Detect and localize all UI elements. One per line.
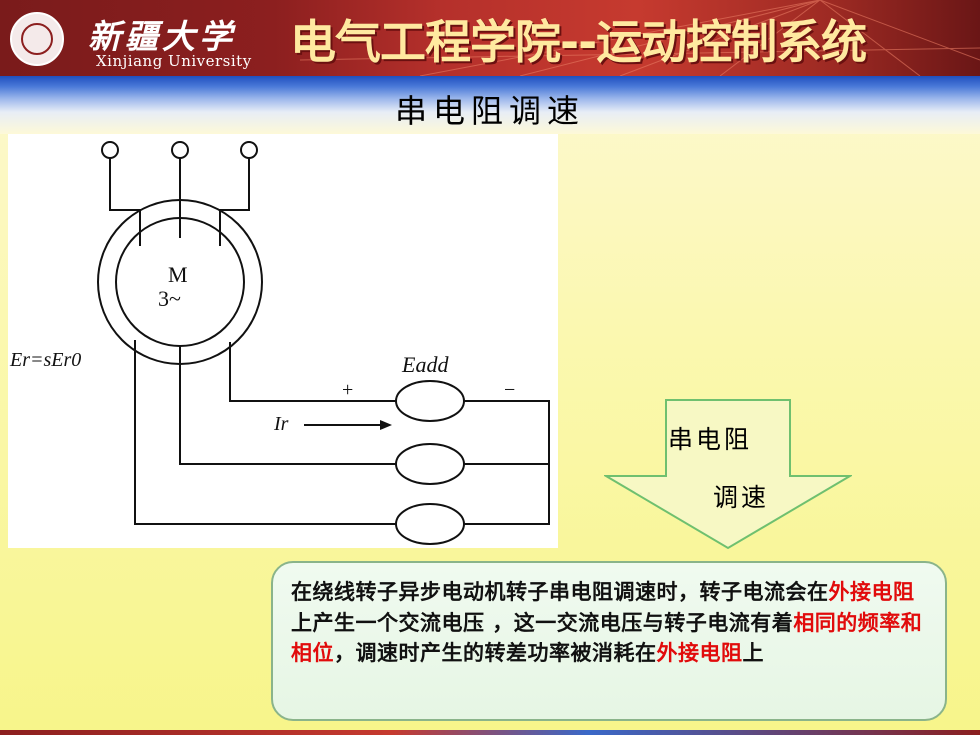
minus-sign: − [504,379,515,401]
note-seg-1: 在绕线转子异步电动机转子串电阻调速时，转子电流会在 [291,580,829,604]
note-seg-7: 上 [742,641,764,665]
note-seg-3: 上产生一个交流电压 ，这一交流电压与转子电流有着 [291,610,794,635]
university-seal-icon [10,12,64,66]
note-highlight-external-resistor: 外接电阻 [828,580,915,604]
explanation-text: 在绕线转子异步电动机转子串电阻调速时，转子电流会在外接电阻上产生一个交流电压 ，… [291,577,927,669]
arrow-label-line1: 串电阻 [668,425,753,454]
terminal-a [101,141,119,159]
current-label: Ir [273,413,289,435]
arrow-label-line2: 调速 [713,483,770,512]
note-seg-5: ，调速时产生的转差功率被消耗在 [334,641,657,665]
supply-tilde: ~ [168,134,179,144]
slide-title: 串电阻调速 [394,92,585,130]
circuit-svg: ~ M 3~ Er=sEr0 Eadd + − Ir [9,134,550,545]
down-arrow-shape [604,399,852,550]
title-band [0,76,980,134]
note-highlight-external-resistor-2: 外接电阻 [656,641,743,665]
note-highlight-same-frequency: 相同的频率和相位 [291,610,923,666]
university-name-cn: 新疆大学 [88,17,236,56]
current-arrow-head [380,420,392,430]
motor-label-phase: 3~ [158,286,181,311]
header-banner: 新疆大学 Xinjiang University 电气工程学院--运动控制系统 [0,0,980,76]
explanation-box: 在绕线转子异步电动机转子串电阻调速时，转子电流会在外接电阻上产生一个交流电压 ，… [271,561,947,721]
eadd-label: Eadd [401,352,449,377]
footer-bar [0,730,980,735]
external-source [395,380,465,422]
resistor-3 [395,503,465,545]
circuit-diagram: ~ M 3~ Er=sEr0 Eadd + − Ir [8,134,558,548]
emf-label: Er=sEr0 [9,349,81,371]
university-name-en: Xinjiang University [96,52,252,70]
course-title: 电气工程学院--运动控制系统 [290,15,867,69]
bridge-cables-decoration [300,0,980,76]
motor-label-m: M [168,262,188,287]
plus-sign: + [342,379,353,401]
resistor-2 [395,443,465,485]
terminal-c [240,141,258,159]
terminal-b [171,141,189,159]
